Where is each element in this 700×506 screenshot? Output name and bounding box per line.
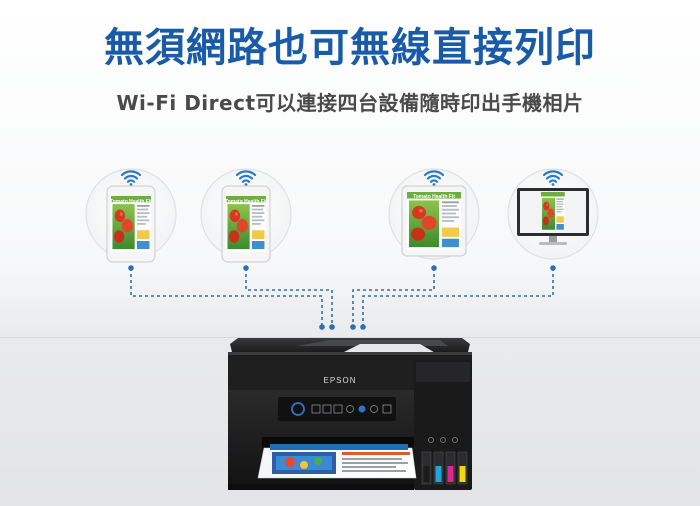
panel-button[interactable] xyxy=(370,405,378,413)
device-phone-2: Tomato Health Fit xyxy=(200,168,292,263)
ink-level xyxy=(423,466,430,482)
panel-button[interactable] xyxy=(382,404,392,414)
page-subtitle: Wi-Fi Direct可以連接四台設備隨時印出手機相片 xyxy=(116,91,584,115)
device-screen-title: Tomato Health Fit xyxy=(413,194,455,200)
ink-level xyxy=(459,466,466,482)
printer-brand-logo: EPSON xyxy=(323,376,356,385)
device-monitor xyxy=(507,168,599,260)
device-screen-title: Tomato Health Fit xyxy=(225,199,267,205)
panel-button[interactable] xyxy=(322,404,332,414)
ink-level xyxy=(435,466,442,482)
printer: EPSON xyxy=(228,338,472,490)
printed-paper xyxy=(257,444,417,479)
panel-button[interactable] xyxy=(311,404,321,414)
panel-button[interactable] xyxy=(333,404,343,414)
connector-dots xyxy=(128,265,556,330)
panel-button[interactable] xyxy=(346,405,354,413)
wifi-direct-connectors xyxy=(130,268,554,326)
ink-tanks xyxy=(421,451,468,485)
device-tablet: Tomato Health Fit xyxy=(388,168,480,260)
page-title: 無須網路也可無線直接列印 xyxy=(104,25,596,71)
ink-level xyxy=(447,466,454,482)
power-button[interactable] xyxy=(291,402,305,416)
device-screen-title: Tomato Health Fit xyxy=(110,199,152,205)
floor-line xyxy=(0,337,700,338)
color-copy-button[interactable] xyxy=(358,405,366,413)
device-phone-1: Tomato Health Fit xyxy=(85,168,177,263)
